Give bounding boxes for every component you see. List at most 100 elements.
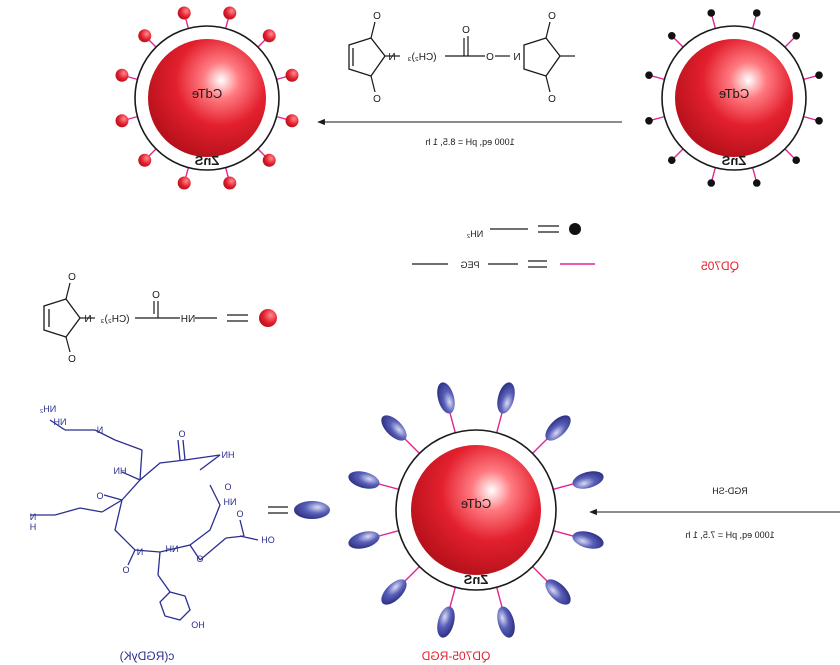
amine-group: [752, 9, 761, 17]
peg-linker: [377, 530, 399, 538]
amine-group: [792, 156, 801, 165]
reagent-structure: [348, 21, 575, 93]
amine-group: [792, 31, 801, 40]
peg-linker: [403, 566, 420, 583]
rgd-peptide: [497, 382, 515, 414]
maleimide-o-1: O: [68, 272, 76, 283]
legend-amine-label: NH₂: [466, 229, 483, 239]
maleimide-group: [262, 29, 276, 43]
linker-label-1: (CH₂)₃: [100, 314, 129, 325]
maleimide-n-1: N: [84, 314, 91, 325]
maleimide-o-2: O: [68, 354, 76, 365]
rgd-peptide: [545, 579, 571, 605]
maleimide-group: [262, 153, 276, 167]
rgd-peptide: [572, 471, 604, 489]
peptide-nh-2: NH: [166, 544, 179, 554]
peptide-o-1: O: [178, 429, 185, 439]
amine-group: [667, 31, 676, 40]
peg-linker: [448, 587, 456, 609]
maleimide-o-4: O: [373, 94, 381, 105]
tyrosine-ho: HO: [191, 620, 205, 630]
maleimide-o-3: O: [373, 11, 381, 22]
nhs-n: N: [513, 52, 520, 63]
peg-linker: [377, 482, 399, 490]
guanidine-nh: NH: [54, 417, 67, 427]
rgd-peptide: [437, 382, 455, 414]
peg-linker: [553, 482, 575, 490]
peg-linker: [496, 587, 504, 609]
qd705-particle: [645, 9, 823, 187]
amine-group: [815, 116, 823, 125]
maleimide-group: [285, 114, 299, 128]
amine-ligands: [645, 9, 823, 187]
lysine-h: H: [30, 522, 37, 532]
peptide-labels: O HN O HN O NH O NH N O O OH HO N NH NH₂…: [30, 404, 275, 630]
shell-label-3: ZnS: [463, 572, 488, 587]
maleimide-group: [115, 114, 129, 128]
reaction2-conditions: 1000 eq, pH = 7.5, 1 h: [685, 530, 774, 540]
amine-group: [815, 71, 823, 80]
rgd-peptide: [381, 415, 407, 441]
figure-labels: CdTe ZnS CdTe ZnS CdTe ZnS QD705 QD705-R…: [68, 11, 775, 663]
rgd-symbol: [268, 501, 330, 519]
peptide-o-4: O: [122, 565, 129, 575]
peg-linker: [496, 411, 504, 433]
rgd-sh-label: RGD-SH: [712, 486, 748, 496]
cdte-core: [148, 39, 266, 157]
maleimide-group: [177, 6, 191, 20]
guanidine-n: N: [97, 425, 104, 435]
rgd-peptide: [381, 579, 407, 605]
maleimide-group: [223, 6, 237, 20]
amine-group: [667, 156, 676, 165]
legend-peg-label: PEG: [460, 260, 479, 270]
maleimide-qd-particle: [115, 6, 299, 190]
reaction1-conditions: 1000 eq, pH = 8.5, 1 h: [425, 137, 514, 147]
peptide-n-1: N: [137, 547, 144, 557]
rgd-peptide: [572, 531, 604, 549]
maleimide-n-2: N: [388, 52, 395, 63]
amide-o: O: [152, 290, 160, 301]
maleimide-group: [115, 68, 129, 82]
peptide-nh-1: NH: [224, 497, 237, 507]
peg-linker: [448, 411, 456, 433]
maleimide-group: [285, 68, 299, 82]
acid-oh: OH: [261, 535, 275, 545]
rgd-ellipse-symbol: [294, 501, 330, 519]
core-label-2: CdTe: [192, 86, 222, 101]
peptide-hn-2: HN: [222, 450, 235, 460]
shell-label-1: ZnS: [721, 153, 746, 168]
nhs-o-2: O: [548, 94, 556, 105]
peptide-o-2: O: [96, 491, 103, 501]
maleimide-legend: [43, 282, 277, 353]
amine-dot-symbol: [569, 223, 581, 235]
mirrored-figure: CdTe ZnS CdTe ZnS CdTe ZnS QD705 QD705-R…: [30, 6, 840, 663]
rgd-peptide: [348, 471, 380, 489]
peg-linker: [532, 566, 549, 583]
ester-carbonyl-o: O: [462, 25, 470, 36]
cdte-core: [675, 39, 793, 157]
peptide-structure: [30, 419, 259, 621]
amine-group: [645, 116, 653, 125]
qd705-rgd-particle: [348, 382, 604, 638]
rgd-peptide: [497, 606, 515, 638]
amide-nh: NH: [181, 314, 195, 325]
guanidine-nh2: NH₂: [39, 404, 56, 414]
acid-o: O: [236, 509, 243, 519]
maleimide-group: [138, 153, 152, 167]
rgd-ligands: [348, 382, 604, 638]
cdte-core: [411, 445, 541, 575]
lysine-n: N: [30, 512, 37, 522]
maleimide-group: [138, 29, 152, 43]
rgd-peptide: [437, 606, 455, 638]
amine-group: [707, 9, 716, 17]
amine-group: [707, 179, 716, 187]
peg-linker: [403, 437, 420, 454]
amine-group: [752, 179, 761, 187]
qd705-name: QD705: [701, 259, 739, 273]
core-label-3: CdTe: [461, 496, 491, 511]
nhs-o-1: O: [548, 11, 556, 22]
shell-label-2: ZnS: [194, 153, 219, 168]
amine-group: [645, 71, 653, 80]
maleimide-group: [177, 176, 191, 190]
